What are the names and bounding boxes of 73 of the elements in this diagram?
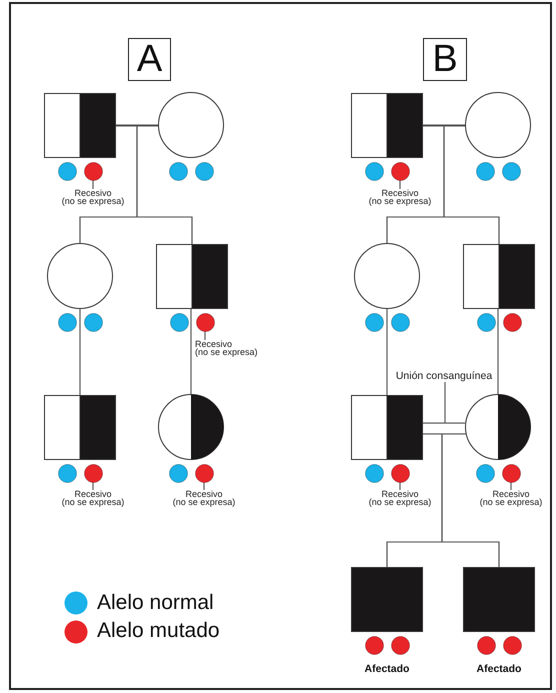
male-symbol (351, 395, 423, 460)
annotation-text: (no se expresa) (478, 498, 544, 506)
allele-dot (168, 464, 188, 482)
allele-dot (194, 162, 214, 180)
male-symbol (351, 93, 423, 158)
pedigree-line (190, 309, 192, 394)
female-symbol (465, 92, 531, 158)
annotation-text: (no se expresa) (368, 498, 432, 506)
legend-label: Alelo mutado (97, 619, 220, 643)
allele-dot (390, 312, 410, 332)
allele-dot (502, 636, 522, 654)
allele-dot (390, 636, 410, 654)
pedigree-line (79, 309, 81, 395)
female-symbol (158, 394, 224, 460)
annotation-text: Recesivo (195, 340, 232, 348)
allele-dot (502, 162, 520, 180)
female-symbol (354, 243, 420, 309)
allele-dot (364, 636, 384, 654)
pedigree-line (136, 125, 193, 244)
female-symbol (465, 394, 531, 460)
allele-dot (84, 162, 102, 180)
allele-dot (390, 464, 410, 482)
female-symbol (47, 243, 113, 309)
annotation-text: Unión consanguínea (394, 370, 494, 382)
pedigree-line (423, 124, 465, 126)
annotation-text: Recesivo (74, 490, 112, 498)
annotation-text: (no se expresa) (368, 197, 432, 205)
male-symbol (463, 567, 535, 632)
annotation-text: (no se expresa) (195, 348, 259, 356)
annotation-text: Recesivo (381, 189, 418, 197)
female-symbol (158, 92, 224, 158)
allele-dot (476, 464, 494, 482)
allele-dot (170, 312, 188, 332)
pedigree-line (116, 124, 158, 126)
annotation-text: Recesivo (381, 490, 418, 498)
male-symbol (44, 93, 116, 158)
annotation-text: (no se expresa) (60, 197, 126, 205)
allele-dot (168, 162, 188, 180)
status-label: Afectado (476, 663, 522, 675)
allele-dot (364, 464, 384, 482)
allele-dot (364, 162, 384, 180)
annotation-text: Recesivo (492, 490, 530, 498)
male-symbol (44, 395, 116, 460)
legend-label: Alelo normal (97, 590, 214, 614)
panel-label: A (128, 38, 171, 81)
pedigree-line (443, 125, 500, 244)
panel-label: B (423, 38, 467, 81)
male-symbol (351, 567, 423, 632)
allele-dot (390, 162, 410, 180)
status-label: Afectado (364, 663, 410, 675)
pedigree-line (497, 309, 499, 394)
annotation-text: Recesivo (74, 189, 112, 197)
male-symbol (463, 244, 535, 309)
allele-dot (502, 464, 520, 482)
allele-dot (476, 162, 494, 180)
allele-dot (196, 312, 214, 332)
allele-dot (476, 636, 496, 654)
leader-line (444, 382, 446, 423)
allele-dot (476, 312, 496, 332)
allele-dot (84, 464, 102, 482)
annotation-text: Recesivo (185, 490, 222, 498)
annotation-text: (no se expresa) (60, 498, 126, 506)
allele-dot (58, 162, 76, 180)
annotation-text: (no se expresa) (172, 498, 236, 506)
allele-dot (502, 312, 522, 332)
allele-dot (364, 312, 384, 332)
allele-dot (84, 312, 102, 332)
pedigree-line (386, 309, 388, 395)
allele-dot (58, 312, 76, 332)
pedigree-line (441, 433, 500, 567)
allele-dot (194, 464, 214, 482)
allele-dot (58, 464, 76, 482)
male-symbol (156, 244, 228, 309)
